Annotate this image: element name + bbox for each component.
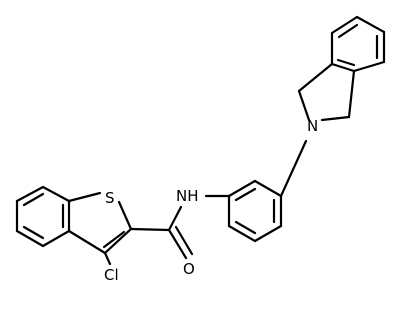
bond (297, 89, 311, 122)
carbonyl-oxygen-label: O (183, 260, 195, 278)
bond (253, 179, 283, 198)
amide-nh-label: NH (176, 187, 199, 205)
bond (330, 15, 359, 35)
bond (67, 229, 107, 255)
bond-double (234, 187, 257, 202)
bond (347, 69, 356, 119)
bond (227, 224, 257, 243)
bond (352, 60, 386, 73)
bond (330, 62, 356, 73)
bond (253, 224, 283, 243)
bond-double (22, 192, 45, 207)
bond (297, 62, 334, 93)
bond (103, 251, 112, 266)
bond (117, 200, 133, 231)
bond (103, 227, 133, 255)
bond (320, 115, 351, 122)
bond-double (174, 225, 194, 256)
bond-double (336, 58, 356, 67)
chlorine-atom-label: Cl (104, 266, 119, 284)
bond (41, 185, 71, 203)
bond-double (234, 220, 257, 235)
bond (355, 15, 386, 34)
bond-double (167, 228, 188, 260)
bond (167, 205, 183, 232)
bond-double (337, 23, 359, 39)
bond (41, 229, 71, 248)
bond (67, 191, 102, 203)
bond (129, 227, 171, 232)
bond (227, 179, 257, 198)
bond (15, 185, 45, 203)
bond-double (22, 225, 45, 240)
isoindoline-nitrogen-label: N (307, 117, 318, 135)
bond-double (102, 230, 126, 249)
bond (15, 229, 45, 248)
sulfur-atom-label: S (105, 189, 115, 207)
bond (279, 139, 308, 198)
